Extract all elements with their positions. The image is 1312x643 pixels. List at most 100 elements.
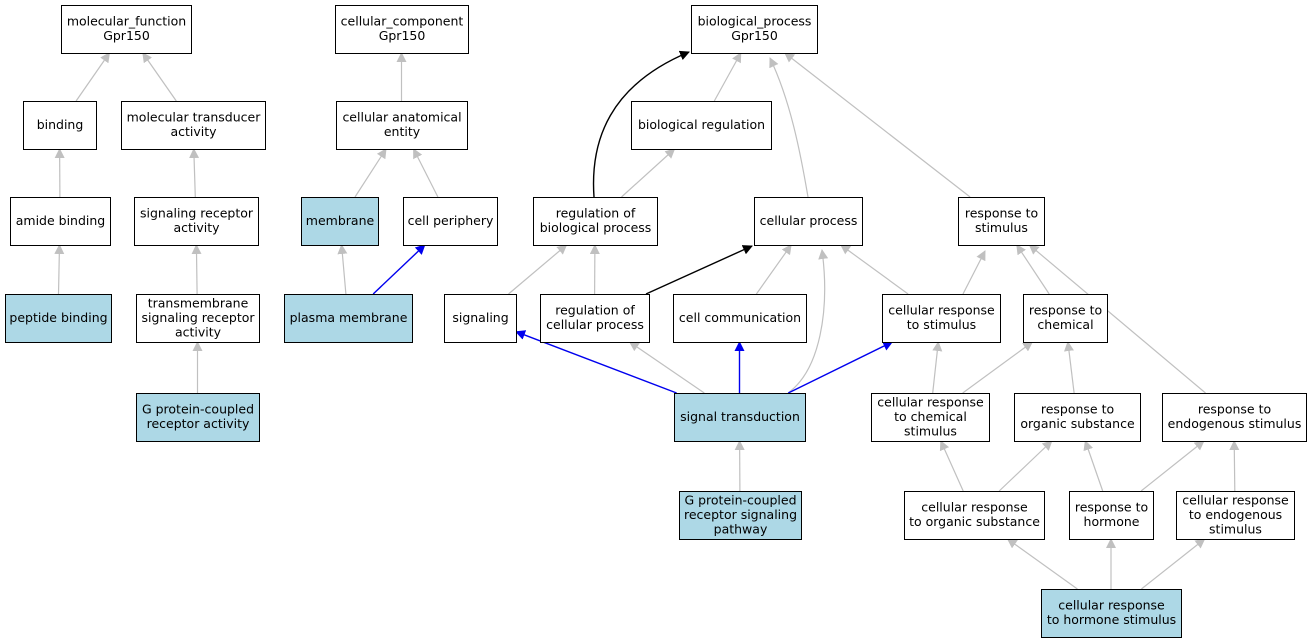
edge-resp-chem-to-resp-stim [1016,244,1050,295]
node-label-line: peptide binding [9,310,107,325]
node-label-line: molecular transducer [127,110,262,125]
node-layer: molecular_functionGpr150cellular_compone… [5,5,1307,638]
edge-signal-trans-to-reg-cell-proc [628,341,705,394]
node-label-line: signaling receptor [141,310,255,325]
node-label-line: activity [173,220,220,235]
node-label-line: to stimulus [907,317,976,332]
node-peptide-binding[interactable]: peptide binding [5,294,112,343]
edge-cell-periphery-to-cell-anat [413,148,439,198]
node-label-line: cellular response [877,394,984,409]
node-membrane[interactable]: membrane [301,197,379,246]
node-signal-trans[interactable]: signal transduction [674,393,806,442]
edge-cell-comm-to-cell-process [755,244,792,295]
node-label-line: cellular process [760,213,858,228]
node-box [1069,491,1154,540]
node-box [540,294,650,343]
node-label-line: cellular response [1182,492,1289,507]
node-label-line: cell communication [679,310,801,325]
node-label-line: Gpr150 [103,28,150,43]
edge-reg-bio-proc-to-bp-root [592,50,690,198]
node-label-line: to chemical [894,409,967,424]
edge-resp-org-sub-to-resp-chem [1064,341,1075,394]
node-signaling[interactable]: signaling [444,294,517,343]
node-label-line: cellular_component [341,14,464,29]
edge-signal-trans-to-cell-resp-stim [787,341,894,394]
node-box [10,197,111,246]
edge-tm-sig-receptor-to-sig-receptor [191,244,202,295]
node-box [754,197,863,246]
edge-cell-resp-chem-to-cell-resp-stim [932,341,943,394]
edge-signaling-to-reg-bio-proc [508,244,568,295]
node-label-line: activity [170,124,217,139]
node-box [284,294,413,343]
node-label-line: molecular_function [67,14,186,29]
edge-binding-to-mf-root [75,52,110,102]
node-box [134,197,259,246]
node-label-line: Gpr150 [379,28,426,43]
node-box [1023,294,1108,343]
node-label-line: cellular anatomical [342,110,461,125]
node-label-line: receptor activity [147,416,250,431]
edge-cell-resp-hormone-to-cell-resp-endo [1141,538,1206,590]
node-cell-comm[interactable]: cell communication [673,294,807,343]
node-box [904,491,1045,540]
node-label-line: response to [965,206,1038,221]
edge-reg-cell-proc-to-cell-process [645,245,753,295]
edge-resp-stim-to-bp-root [784,52,971,198]
node-label-line: entity [384,124,421,139]
node-cell-process[interactable]: cellular process [754,197,863,246]
node-label-line: cell periphery [408,213,494,228]
edge-bio-reg-to-bp-root [713,52,742,102]
node-label-line: endogenous stimulus [1168,416,1302,431]
edge-cell-resp-endo-to-resp-endo [1229,440,1240,492]
node-label-line: regulation of [555,303,635,318]
node-box [136,393,260,442]
edge-resp-endo-to-resp-stim [1028,244,1206,394]
node-box [674,393,806,442]
edge-cell-resp-chem-to-resp-chem [962,341,1034,394]
edge-plasma-membrane-to-cell-periphery [372,244,426,295]
edge-cell-resp-stim-to-resp-stim [962,250,986,295]
node-box [1162,393,1307,442]
node-cell-periphery[interactable]: cell periphery [403,197,498,246]
node-label-line: activity [175,324,222,339]
node-plasma-membrane[interactable]: plasma membrane [284,294,413,343]
node-label-line: biological regulation [638,117,765,132]
node-box [673,294,807,343]
node-bio-reg[interactable]: biological regulation [631,101,772,150]
node-label-line: cellular process [546,317,644,332]
node-box [5,294,112,343]
node-label-line: transmembrane [148,295,249,310]
edge-resp-hormone-to-resp-org-sub [1083,440,1104,492]
edge-membrane-to-cell-anat [354,148,387,198]
edge-mol-transducer-to-mf-root [142,52,177,102]
node-amide-binding[interactable]: amide binding [10,197,111,246]
node-label-line: cellular response [1058,598,1165,613]
node-label-line: plasma membrane [290,310,408,325]
node-binding[interactable]: binding [23,101,97,150]
node-box [679,491,802,540]
node-label-line: hormone [1084,514,1140,529]
